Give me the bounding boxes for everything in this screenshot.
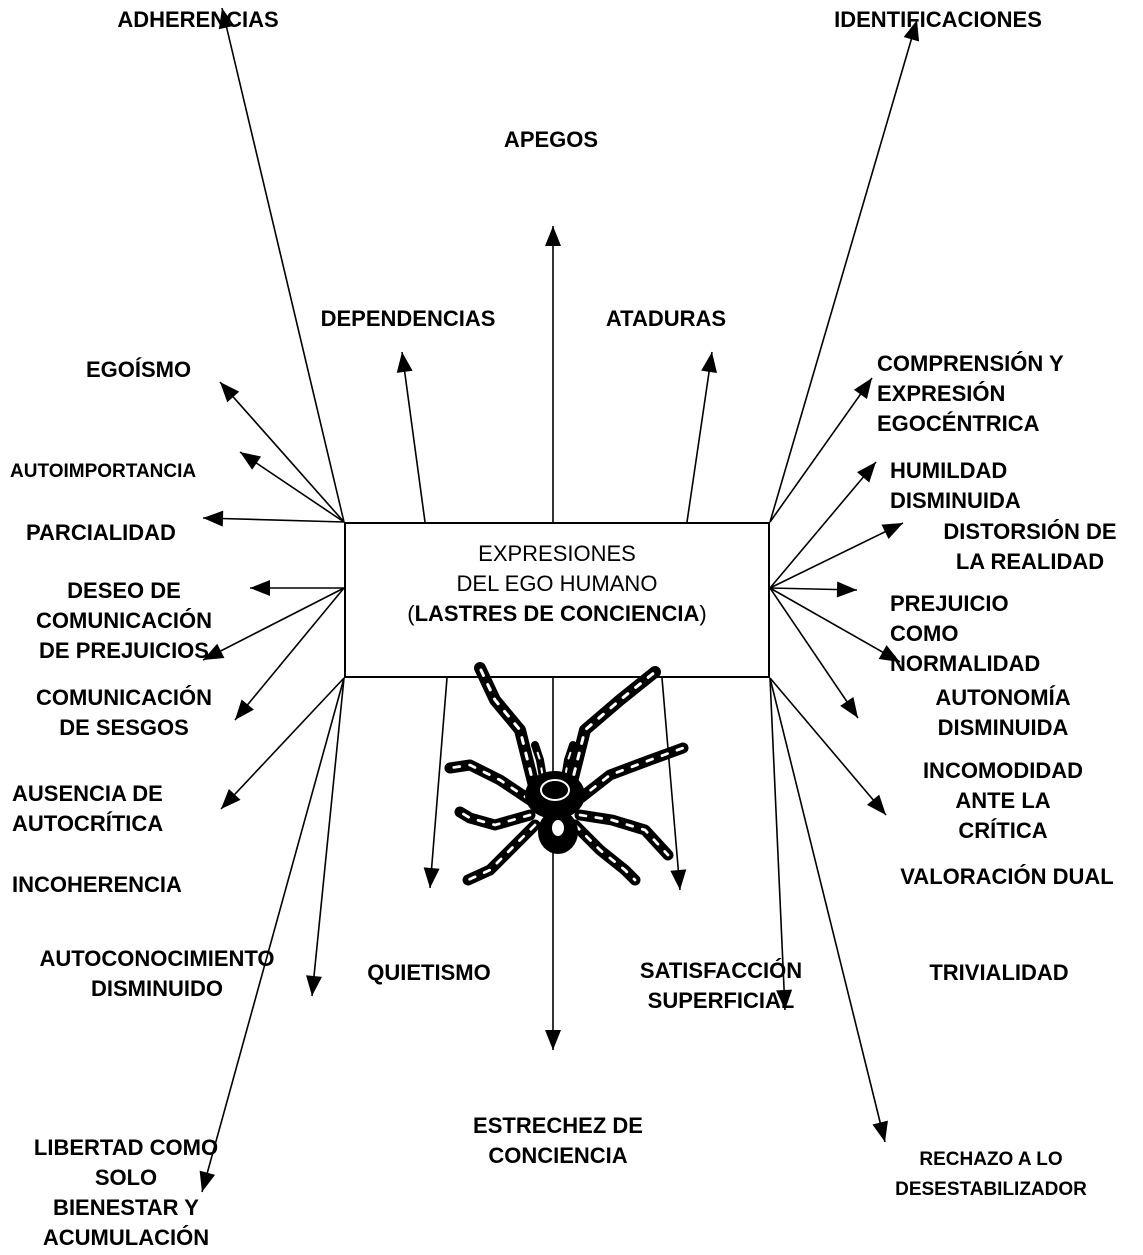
label-incomodidad: INCOMODIDADANTE LACRÍTICA [923,756,1083,846]
label-prejuicio: PREJUICIOCOMONORMALIDAD [890,589,1040,679]
label-parcialidad: PARCIALIDAD [26,518,176,548]
label-ataduras: ATADURAS [606,304,726,334]
label-egoismo: EGOÍSMO [86,355,191,385]
label-incoherencia: INCOHERENCIA [12,870,182,900]
label-valoracion: VALORACIÓN DUAL [900,862,1113,892]
label-satisfaccion: SATISFACCIÓNSUPERFICIAL [640,956,802,1016]
label-adherencias: ADHERENCIAS [117,5,278,35]
label-identificaciones: IDENTIFICACIONES [834,5,1042,35]
label-deseo-comunicacion: DESEO DECOMUNICACIÓNDE PREJUICIOS [36,576,212,666]
label-ausencia-autocritica: AUSENCIA DEAUTOCRÍTICA [12,779,163,839]
label-quietismo: QUIETISMO [367,958,490,988]
label-apegos: APEGOS [504,125,598,155]
label-autonomia: AUTONOMÍADISMINUIDA [935,683,1070,743]
label-estrechez: ESTRECHEZ DECONCIENCIA [473,1111,643,1171]
label-autoconocimiento: AUTOCONOCIMIENTODISMINUIDO [39,944,274,1004]
label-comunicacion-sesgos: COMUNICACIÓNDE SESGOS [36,683,212,743]
label-comprension: COMPRENSIÓN YEXPRESIÓNEGOCÉNTRICA [877,349,1064,439]
label-autoimportancia: AUTOIMPORTANCIA [10,457,196,487]
label-rechazo: RECHAZO A LODESESTABILIZADOR [895,1145,1087,1205]
label-libertad: LIBERTAD COMOSOLOBIENESTAR YACUMULACIÓN [34,1133,218,1253]
label-distorsion: DISTORSIÓN DELA REALIDAD [943,517,1116,577]
label-dependencias: DEPENDENCIAS [321,304,496,334]
spider-body [450,668,683,880]
label-trivialidad: TRIVIALIDAD [929,958,1068,988]
label-humildad: HUMILDADDISMINUIDA [890,456,1021,516]
